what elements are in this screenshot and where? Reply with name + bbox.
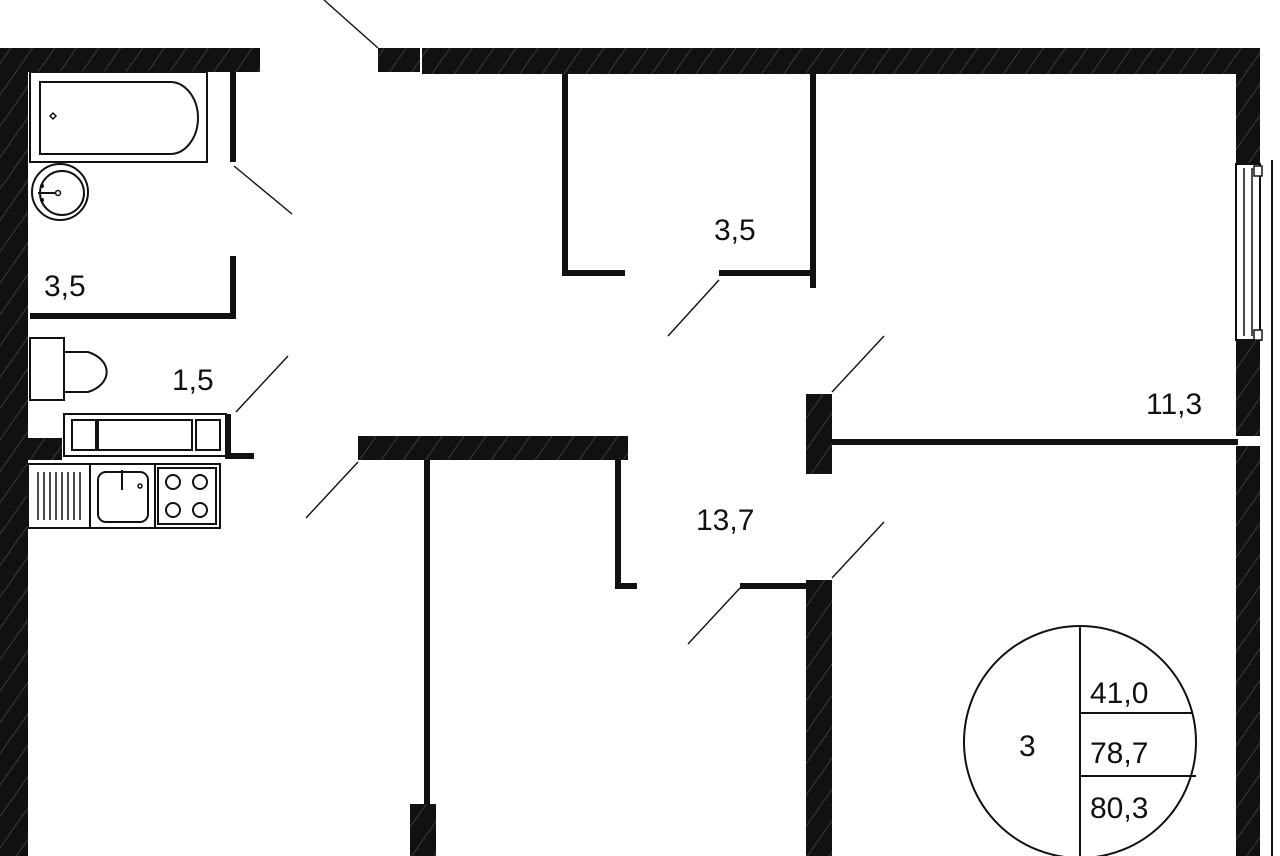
- wall-center-lower: [806, 580, 832, 856]
- wall-kitchen-stub: [28, 438, 62, 460]
- room-area-wc: 1,5: [172, 364, 214, 397]
- room-area-storage: 3,5: [714, 214, 756, 247]
- sink-icon: [31, 163, 89, 221]
- room-area-bedroom: 11,3: [1146, 388, 1202, 421]
- rooms-count: 3: [1019, 730, 1036, 763]
- walls: [0, 48, 1260, 856]
- wall-right-upper: [1236, 48, 1260, 164]
- wall-bottom-stub: [410, 804, 436, 856]
- bathtub-icon: [29, 71, 208, 163]
- wall-bedroom-stub: [806, 394, 832, 474]
- room-area-bathroom: 3,5: [44, 270, 86, 303]
- total-area: 78,7: [1090, 737, 1148, 770]
- room-area-hallway: 13,7: [696, 504, 754, 537]
- drainboard: [37, 464, 156, 528]
- total-area-with-balcony: 80,3: [1090, 792, 1148, 825]
- wall-right-mid: [1236, 340, 1260, 436]
- wall-top-left: [28, 48, 260, 72]
- living-area: 41,0: [1090, 677, 1148, 710]
- stove-icon: [157, 467, 217, 525]
- summary-badge: 3 41,0 78,7 80,3: [963, 625, 1197, 856]
- wall-hall-top: [358, 436, 628, 460]
- toilet-icon: [29, 337, 108, 401]
- wall-right-lower: [1236, 446, 1260, 856]
- kitchen-sink-icon: [97, 470, 149, 523]
- wall-left: [0, 48, 28, 856]
- doors: [233, 0, 885, 645]
- wall-top-stub: [378, 48, 420, 72]
- wall-top: [422, 48, 1258, 74]
- window: [1235, 160, 1273, 856]
- partitions: [30, 72, 1238, 804]
- room-labels: 3,5 1,5 3,5 13,7 11,3: [44, 214, 1202, 537]
